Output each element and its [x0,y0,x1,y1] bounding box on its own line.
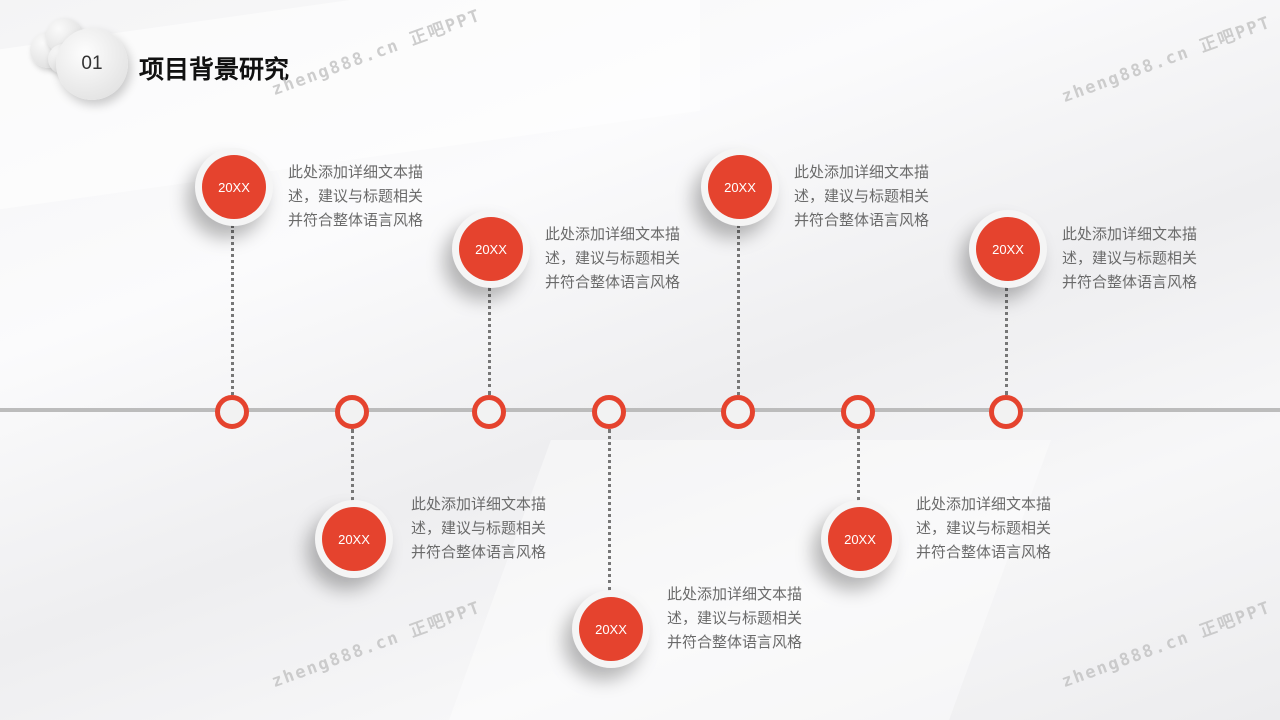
year-badge: 20XX [452,210,530,288]
timeline-marker [989,395,1023,429]
year-label: 20XX [976,217,1040,281]
year-badge: 20XX [969,210,1047,288]
connector-line [737,225,740,395]
section-number: 01 [56,28,128,100]
timeline-marker [592,395,626,429]
watermark: zheng888.cn 正吧PPT [1059,597,1275,693]
connector-line [488,287,491,395]
description-line: 述，建议与标题相关 [545,249,681,267]
event-description: 此处添加详细文本描述，建议与标题相关并符合整体语言风格 [794,160,954,232]
connector-line [351,429,354,501]
description-line: 并符合整体语言风格 [794,211,930,229]
description-line: 述，建议与标题相关 [411,519,547,537]
connector-line [1005,287,1008,395]
year-label: 20XX [828,507,892,571]
description-line: 述，建议与标题相关 [916,519,1052,537]
description-line: 述，建议与标题相关 [288,187,424,205]
connector-line [608,429,611,591]
connector-line [231,225,234,395]
description-line: 并符合整体语言风格 [667,633,803,651]
year-badge: 20XX [701,148,779,226]
timeline-marker [472,395,506,429]
description-line: 并符合整体语言风格 [411,543,547,561]
description-line: 此处添加详细文本描 [1062,225,1198,243]
year-label: 20XX [708,155,772,219]
description-line: 此处添加详细文本描 [916,495,1052,513]
watermark: zheng888.cn 正吧PPT [269,597,485,693]
description-line: 此处添加详细文本描 [545,225,681,243]
year-label: 20XX [202,155,266,219]
description-line: 并符合整体语言风格 [288,211,424,229]
event-description: 此处添加详细文本描述，建议与标题相关并符合整体语言风格 [411,492,571,564]
event-description: 此处添加详细文本描述，建议与标题相关并符合整体语言风格 [916,492,1076,564]
description-line: 此处添加详细文本描 [288,163,424,181]
timeline-marker [721,395,755,429]
timeline-marker [841,395,875,429]
connector-line [857,429,860,501]
year-badge: 20XX [315,500,393,578]
description-line: 述，建议与标题相关 [794,187,930,205]
watermark: zheng888.cn 正吧PPT [1059,12,1275,108]
background-shape [449,440,1051,720]
year-label: 20XX [322,507,386,571]
event-description: 此处添加详细文本描述，建议与标题相关并符合整体语言风格 [545,222,705,294]
event-description: 此处添加详细文本描述，建议与标题相关并符合整体语言风格 [667,582,827,654]
description-line: 述，建议与标题相关 [1062,249,1198,267]
event-description: 此处添加详细文本描述，建议与标题相关并符合整体语言风格 [288,160,448,232]
page-title: 项目背景研究 [139,55,290,84]
description-line: 述，建议与标题相关 [667,609,803,627]
description-line: 并符合整体语言风格 [1062,273,1198,291]
description-line: 并符合整体语言风格 [916,543,1052,561]
description-line: 并符合整体语言风格 [545,273,681,291]
year-label: 20XX [459,217,523,281]
year-badge: 20XX [821,500,899,578]
year-badge: 20XX [572,590,650,668]
timeline-axis [0,408,1280,412]
year-badge: 20XX [195,148,273,226]
description-line: 此处添加详细文本描 [794,163,930,181]
timeline-marker [215,395,249,429]
event-description: 此处添加详细文本描述，建议与标题相关并符合整体语言风格 [1062,222,1222,294]
description-line: 此处添加详细文本描 [411,495,547,513]
description-line: 此处添加详细文本描 [667,585,803,603]
year-label: 20XX [579,597,643,661]
timeline-marker [335,395,369,429]
